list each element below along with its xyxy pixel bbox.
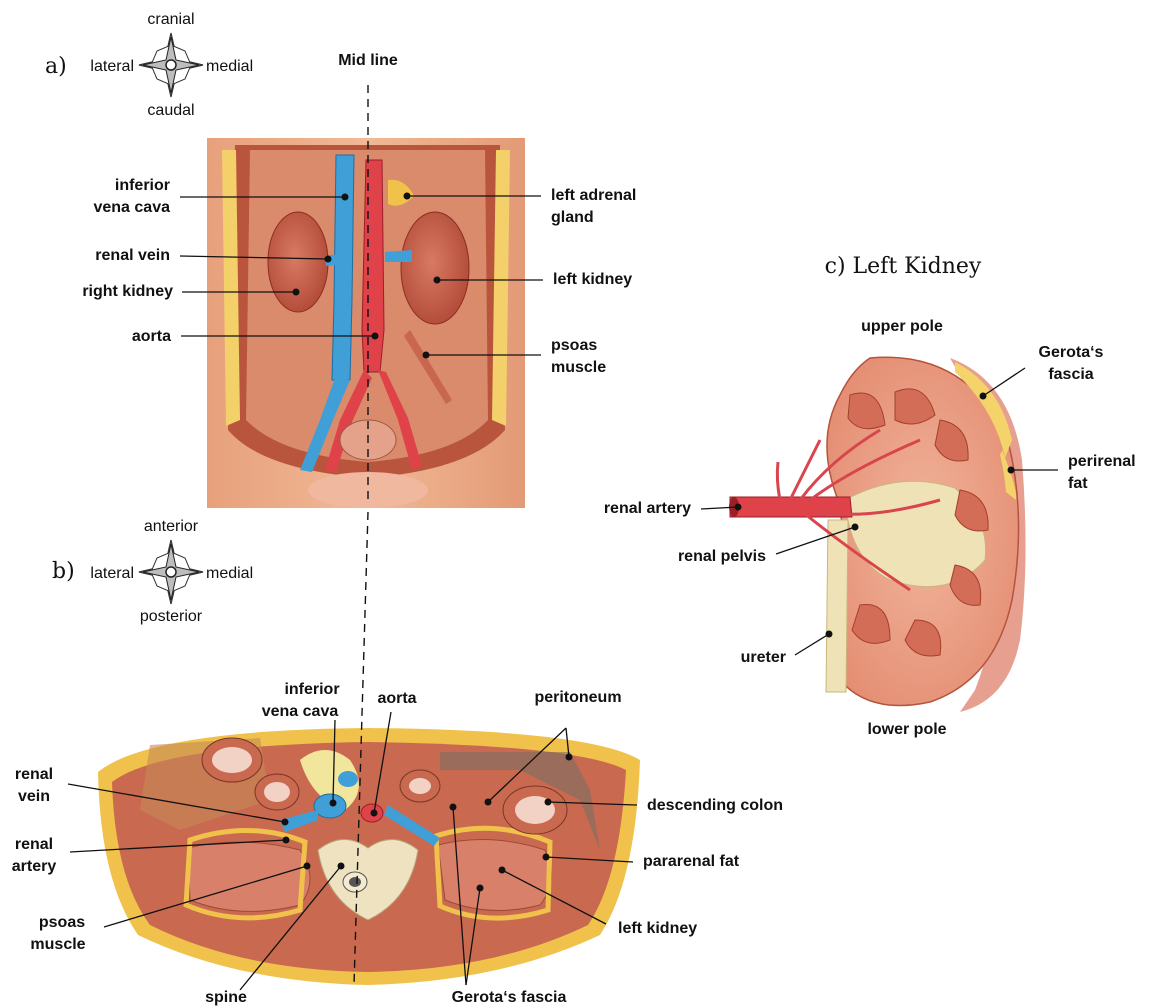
left-kidney-label-a: left kidney: [553, 271, 632, 288]
compass-b-left: lateral: [90, 565, 134, 582]
psoas-label-a-2: muscle: [551, 359, 606, 376]
compass-a-bottom: caudal: [147, 102, 194, 119]
perirenal-label-2: fat: [1068, 475, 1088, 492]
upper-pole-label: upper pole: [861, 318, 943, 335]
ivc-label-a-2: vena cava: [93, 199, 170, 216]
ivc-label-a-1: inferior: [115, 177, 170, 194]
compass-a-left: lateral: [90, 58, 134, 75]
panel-c-title: c) Left Kidney: [825, 254, 982, 279]
panel-a-letter: a): [45, 54, 67, 79]
midline-label: Mid line: [338, 52, 398, 69]
renal-artery-label-2: artery: [12, 858, 57, 875]
renal-artery-label-1: renal: [15, 836, 53, 853]
adrenal-label-2: gland: [551, 209, 594, 226]
abdomen-illustration: [207, 138, 525, 508]
gerota-label-c-2: fascia: [1048, 366, 1093, 383]
psoas-label-a-1: psoas: [551, 337, 597, 354]
compass-a: cranial caudal lateral medial: [90, 11, 253, 119]
renal-artery-label-c: renal artery: [604, 500, 691, 517]
peritoneum-label: peritoneum: [534, 689, 621, 706]
left-kidney-label-b: left kidney: [618, 920, 697, 937]
gerota-label-c-1: Gerota‘s: [1039, 344, 1104, 361]
ivc-label-b-1: inferior: [284, 681, 339, 698]
compass-rose-icon: [139, 33, 203, 97]
pararenal-fat-label: pararenal fat: [643, 853, 740, 870]
aorta-label-b: aorta: [377, 690, 416, 707]
gerota-label-b: Gerota‘s fascia: [452, 989, 567, 1006]
panel-b: b) anterior posterior lateral medial: [12, 512, 783, 1006]
compass-b-bottom: posterior: [140, 608, 203, 625]
adrenal-label-1: left adrenal: [551, 187, 636, 204]
ivc-label-b-2: vena cava: [262, 703, 339, 720]
descending-colon-label: descending colon: [647, 797, 783, 814]
renal-vein-label-a: renal vein: [95, 247, 170, 264]
cross-section-illustration: [98, 728, 640, 985]
compass-b-top: anterior: [144, 518, 199, 535]
compass-a-top: cranial: [147, 11, 194, 28]
psoas-label-b-2: muscle: [30, 936, 85, 953]
right-kidney-label-a: right kidney: [82, 283, 173, 300]
panel-c: c) Left Kidney: [604, 254, 1136, 738]
panel-a: a) cranial caudal lateral medial Mid lin…: [45, 11, 636, 508]
compass-b: anterior posterior lateral medial: [90, 518, 253, 625]
renal-vein-label-b-1: renal: [15, 766, 53, 783]
renal-vein-label-b-2: vein: [18, 788, 50, 805]
spine-label: spine: [205, 989, 247, 1006]
lower-pole-label: lower pole: [867, 721, 946, 738]
panel-b-letter: b): [52, 559, 75, 584]
perirenal-label-1: perirenal: [1068, 453, 1136, 470]
compass-b-right: medial: [206, 565, 253, 582]
psoas-label-b-1: psoas: [39, 914, 85, 931]
renal-pelvis-label: renal pelvis: [678, 548, 766, 565]
aorta-label-a: aorta: [132, 328, 171, 345]
compass-rose-icon: [139, 540, 203, 604]
ureter-label: ureter: [741, 649, 786, 666]
compass-a-right: medial: [206, 58, 253, 75]
